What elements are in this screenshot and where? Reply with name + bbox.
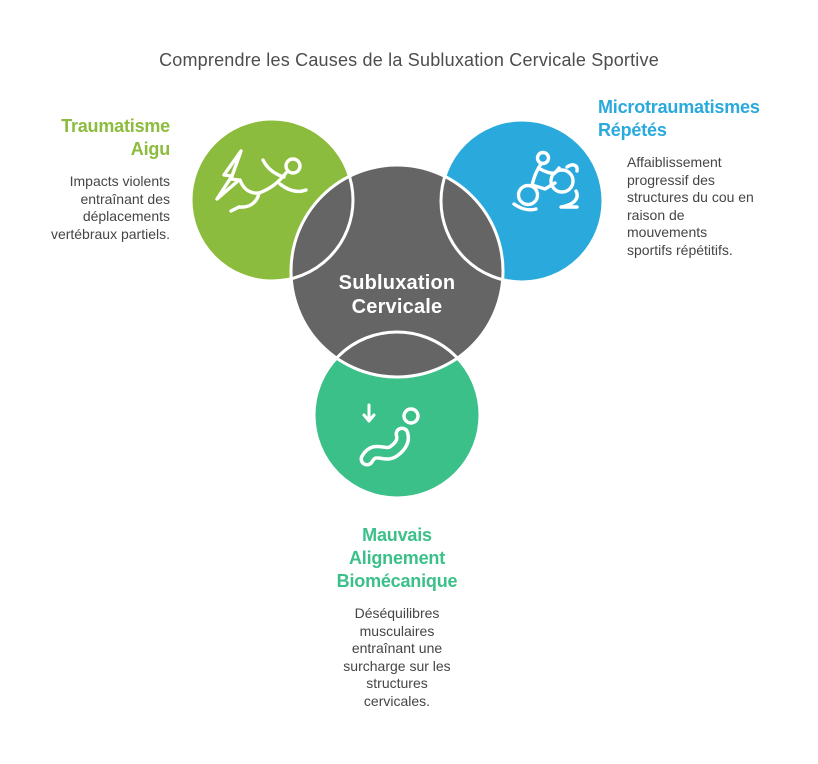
cause-description: Déséquilibres musculaires entraînant une… [343,605,451,709]
traumatisme-circle-outline [189,117,355,283]
cause-mauvais-alignement: Mauvais Alignement Biomécanique Déséquil… [287,524,507,710]
cause-heading: Microtraumatismes Répétés [598,97,760,141]
cause-heading: Traumatisme Aigu [61,116,170,160]
misaligned-spine-arrow-icon [359,403,420,467]
falling-person-lightning-icon [215,149,308,213]
cause-heading: Mauvais Alignement Biomécanique [336,525,458,592]
microtraumatismes-circle-outline [439,118,605,284]
alignement-circle [314,332,480,498]
alignement-circle-outline [312,330,482,500]
cause-traumatisme-aigu: Traumatisme Aigu Impacts violents entraî… [18,115,170,243]
center-circle [289,163,505,379]
page-title: Comprendre les Causes de la Subluxation … [159,50,659,70]
cause-description: Impacts violents entraînant des déplacem… [50,173,170,242]
cause-description: Affaiblissement progressif des structure… [627,154,754,258]
cause-microtraumatismes: Microtraumatismes Répétés Affaiblissemen… [598,96,783,259]
cyclist-icon [512,150,579,212]
center-label: Subluxation Cervicale [338,272,456,318]
